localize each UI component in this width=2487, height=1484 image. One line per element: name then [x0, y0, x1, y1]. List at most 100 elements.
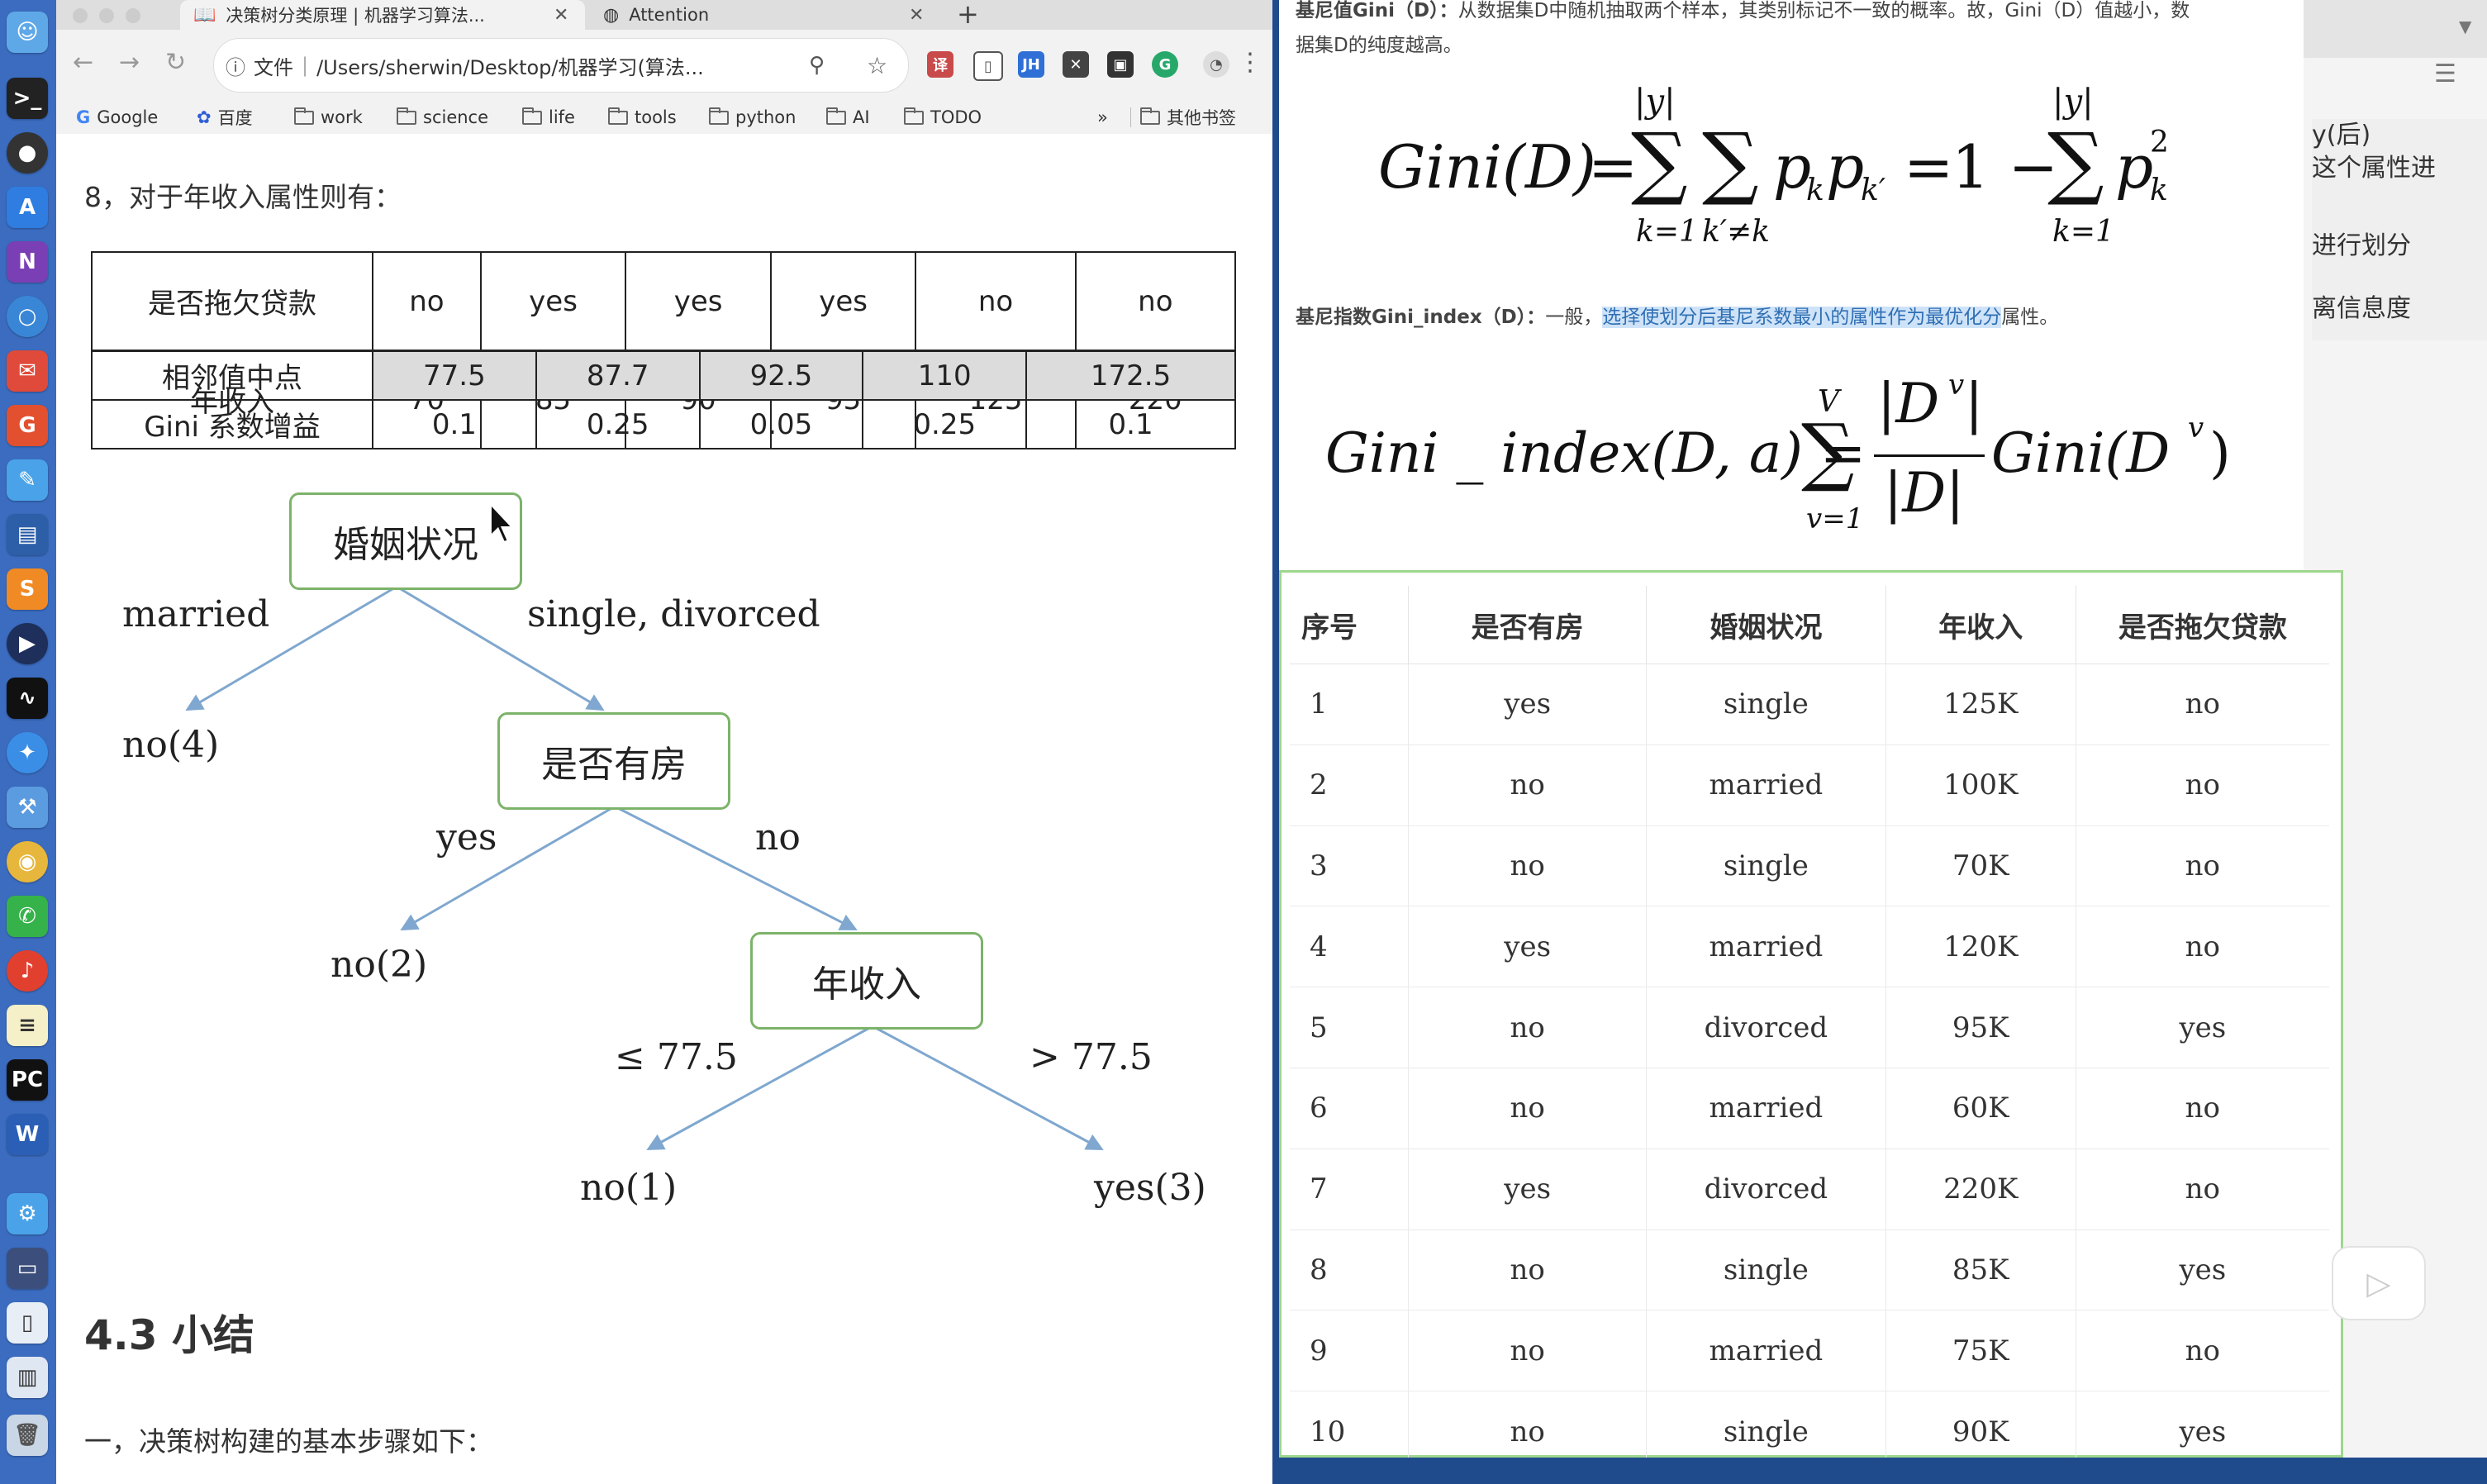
- bookmark-life[interactable]: life: [522, 101, 575, 134]
- reload-icon[interactable]: ↻: [165, 48, 187, 77]
- app-store-icon[interactable]: A: [7, 187, 48, 228]
- cell-has-house: yes: [1408, 664, 1647, 745]
- cell-income: 70K: [1885, 825, 2076, 907]
- gini-index-sentence: 基尼指数Gini_index（D）：一般，选择使划分后基尼系数最小的属性作为最优…: [1296, 301, 2058, 329]
- activity-icon[interactable]: ∿: [7, 678, 48, 719]
- folder-stack-icon[interactable]: ▥: [7, 1357, 48, 1398]
- eraser-icon[interactable]: ✎: [7, 459, 48, 501]
- back-arrow-icon[interactable]: ←: [73, 48, 94, 77]
- side-line: y(后): [2312, 121, 2371, 150]
- formula1-eq2: =: [1904, 132, 1954, 202]
- bookmark-baidu[interactable]: ✿ 百度: [197, 101, 253, 134]
- edge-le: [646, 1025, 873, 1151]
- cell-id: 5: [1290, 987, 1410, 1068]
- table-cell: 0.1: [372, 399, 537, 449]
- bookmark-google[interactable]: G Google: [76, 101, 158, 134]
- chat-icon[interactable]: ✉: [7, 350, 48, 392]
- zoom-icon[interactable]: ⚲: [809, 53, 825, 78]
- cell-default: no: [2076, 1310, 2329, 1392]
- formula2-sum-top: V: [1818, 385, 1839, 419]
- bookmark-label: tools: [635, 107, 677, 127]
- bookmark-work[interactable]: work: [294, 101, 363, 134]
- formula1-pk-sub: k: [1806, 174, 1824, 207]
- xcode-icon[interactable]: ⚒: [7, 787, 48, 828]
- address-bar[interactable]: ⓘ 文件 | /Users/sherwin/Desktop/机器学习(算法...…: [213, 38, 909, 93]
- formula1-pk3-sup: 2: [2150, 126, 2169, 159]
- cell-default: no: [2076, 1149, 2329, 1230]
- cell-income: 120K: [1885, 906, 2076, 988]
- cell-default: no: [2076, 744, 2329, 826]
- screen-icon[interactable]: ▭: [7, 1248, 48, 1289]
- menu-kebab-icon[interactable]: ⋮: [1238, 48, 1263, 77]
- tab-decision-tree[interactable]: 📖 决策树分类原理 | 机器学习算法... ✕: [180, 0, 585, 30]
- minimize-window-icon[interactable]: [99, 8, 114, 23]
- browser-icon[interactable]: ○: [7, 296, 48, 337]
- url-divider: |: [302, 54, 309, 77]
- tab-attention[interactable]: ◍ Attention ✕: [593, 0, 940, 30]
- notes-icon[interactable]: ≡: [7, 1005, 48, 1046]
- table-cell: 92.5: [698, 350, 864, 401]
- onenote-icon[interactable]: N: [7, 241, 48, 283]
- star-icon[interactable]: ☆: [867, 51, 888, 79]
- safari-icon[interactable]: ✦: [7, 732, 48, 773]
- bookmark-ai[interactable]: AI: [826, 101, 870, 134]
- bookmark-python[interactable]: python: [709, 101, 796, 134]
- grammarly-ext-icon[interactable]: G: [1152, 51, 1178, 78]
- side-line: 进行划分: [2312, 231, 2411, 260]
- obs-icon[interactable]: ●: [7, 132, 48, 174]
- bookmarks-overflow[interactable]: »: [1097, 107, 1108, 127]
- side-panel-chevron-icon[interactable]: ▼: [2459, 17, 2472, 36]
- maximize-window-icon[interactable]: [126, 8, 140, 23]
- edge-married: [185, 585, 397, 711]
- url-text: /Users/sherwin/Desktop/机器学习(算法...: [316, 55, 704, 79]
- cell-marital: single: [1646, 1230, 1886, 1311]
- monitor-icon[interactable]: ▤: [7, 514, 48, 555]
- trash-icon[interactable]: 🗑: [7, 1415, 48, 1456]
- tab-bar: 📖 决策树分类原理 | 机器学习算法... ✕ ◍ Attention ✕ +: [56, 0, 1272, 30]
- pycharm-icon[interactable]: PC: [7, 1059, 48, 1101]
- word-icon[interactable]: W: [7, 1114, 48, 1155]
- other-bookmarks[interactable]: 其他书签: [1140, 101, 1236, 134]
- tab-close-icon[interactable]: ✕: [909, 4, 925, 26]
- terminal-icon[interactable]: >_: [7, 78, 48, 119]
- folder-icon: [608, 107, 628, 125]
- edge-label-married: married: [122, 593, 270, 635]
- table-cell: 110: [862, 350, 1028, 401]
- x-ext-icon[interactable]: ✕: [1063, 51, 1089, 78]
- new-tab-button[interactable]: +: [957, 0, 979, 30]
- chrome-icon[interactable]: ◉: [7, 841, 48, 882]
- media-ext-icon[interactable]: ▣: [1107, 51, 1134, 78]
- jh-ext-icon[interactable]: JH: [1018, 51, 1044, 78]
- url-scheme: 文件: [254, 55, 293, 79]
- wechat-icon[interactable]: ✆: [7, 896, 48, 937]
- edge-single-divorced: [396, 585, 605, 711]
- document-icon[interactable]: ▯: [7, 1302, 48, 1344]
- table-cell: 0.25: [535, 399, 701, 449]
- music-icon[interactable]: ♪: [7, 950, 48, 992]
- bookmark-todo[interactable]: TODO: [904, 101, 982, 134]
- gitlab-icon[interactable]: G: [7, 405, 48, 446]
- translate-ext-icon[interactable]: 译: [927, 51, 953, 78]
- cell-default: no: [2076, 1068, 2329, 1149]
- tab-close-icon[interactable]: ✕: [554, 4, 569, 26]
- quicktime-icon[interactable]: ▶: [7, 623, 48, 664]
- cell-has-house: yes: [1408, 906, 1647, 988]
- cell-has-house: no: [1408, 825, 1647, 907]
- bookmark-ext-icon[interactable]: ▯: [973, 51, 1003, 81]
- close-window-icon[interactable]: [73, 8, 88, 23]
- google-icon: G: [76, 107, 91, 127]
- finder-icon[interactable]: ☺: [7, 12, 48, 53]
- forward-arrow-icon[interactable]: →: [119, 48, 140, 77]
- cell-income: 60K: [1885, 1068, 2076, 1149]
- bookmark-science[interactable]: science: [397, 101, 488, 134]
- preview-icon[interactable]: ⚙: [7, 1193, 48, 1234]
- bookmark-tools[interactable]: tools: [608, 101, 677, 134]
- profile-avatar-icon[interactable]: ◔: [1203, 51, 1229, 78]
- side-panel-list-icon[interactable]: ☰: [2434, 59, 2456, 88]
- table-cell: 0.25: [862, 399, 1028, 449]
- formula2-num-sup: v: [1948, 369, 1965, 402]
- sublime-icon[interactable]: S: [7, 568, 48, 610]
- play-button[interactable]: ▷: [2332, 1246, 2426, 1320]
- cell-marital: divorced: [1646, 1149, 1886, 1230]
- formula1-rhs: 1 −: [1952, 132, 2059, 202]
